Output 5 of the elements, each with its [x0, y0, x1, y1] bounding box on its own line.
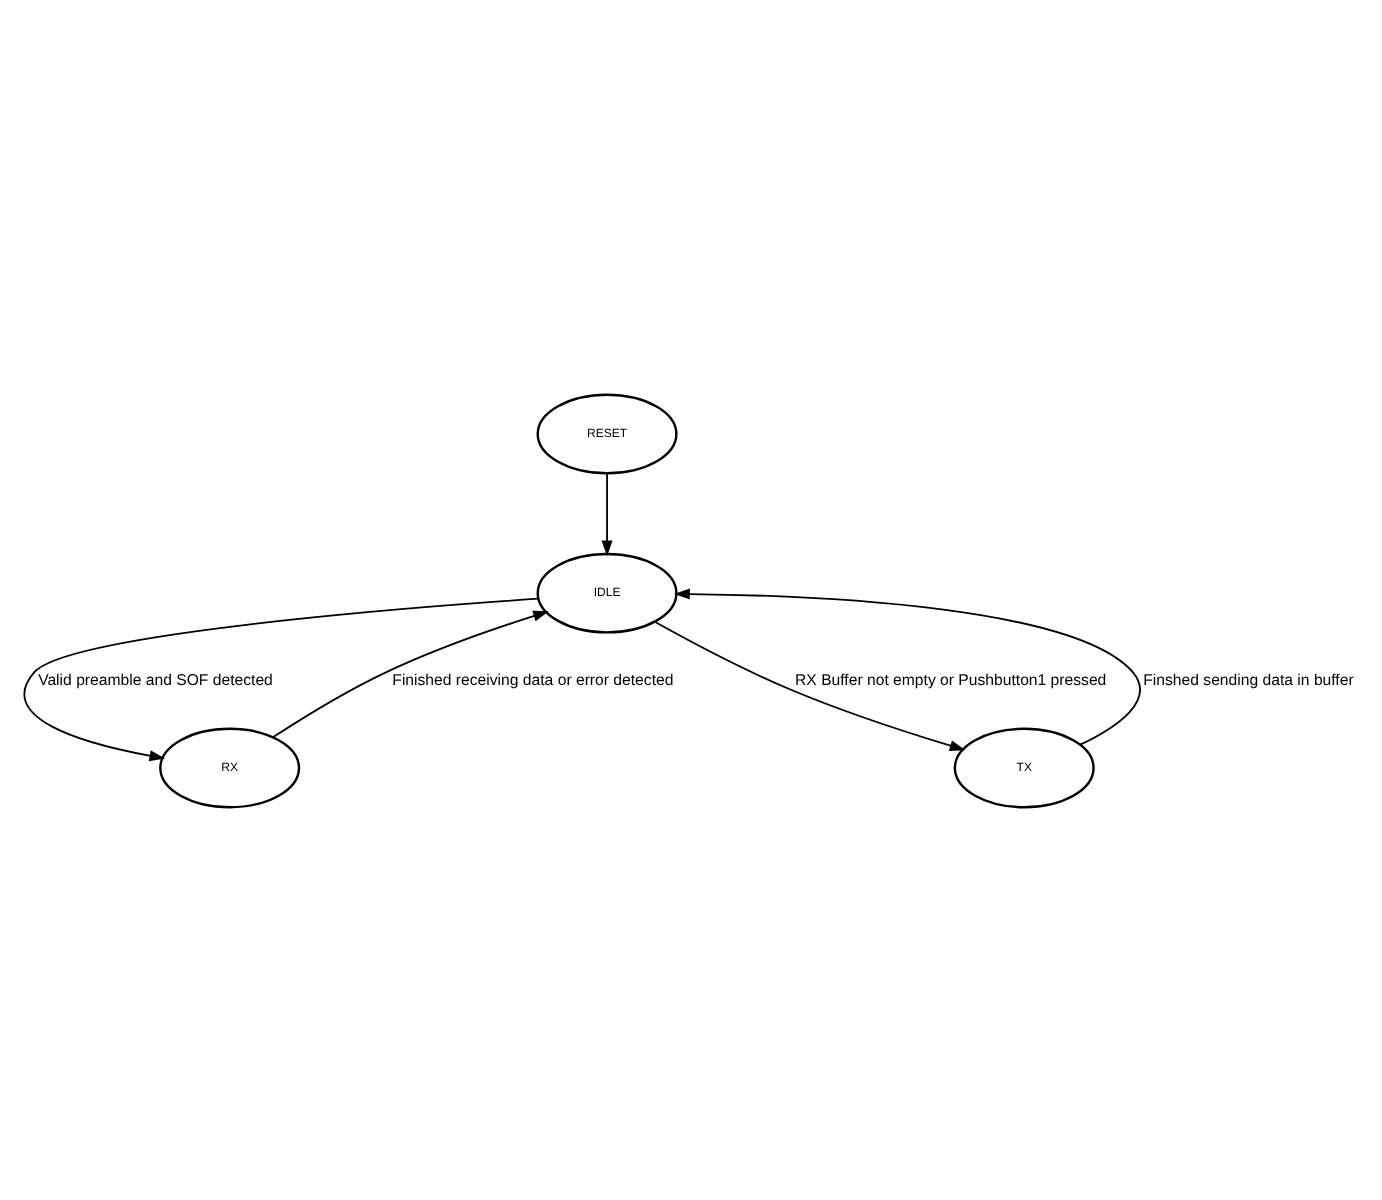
arrow [601, 471, 613, 556]
arrow [272, 609, 549, 738]
arrow [653, 619, 966, 750]
arrow [674, 587, 1141, 745]
arrow [23, 596, 540, 761]
